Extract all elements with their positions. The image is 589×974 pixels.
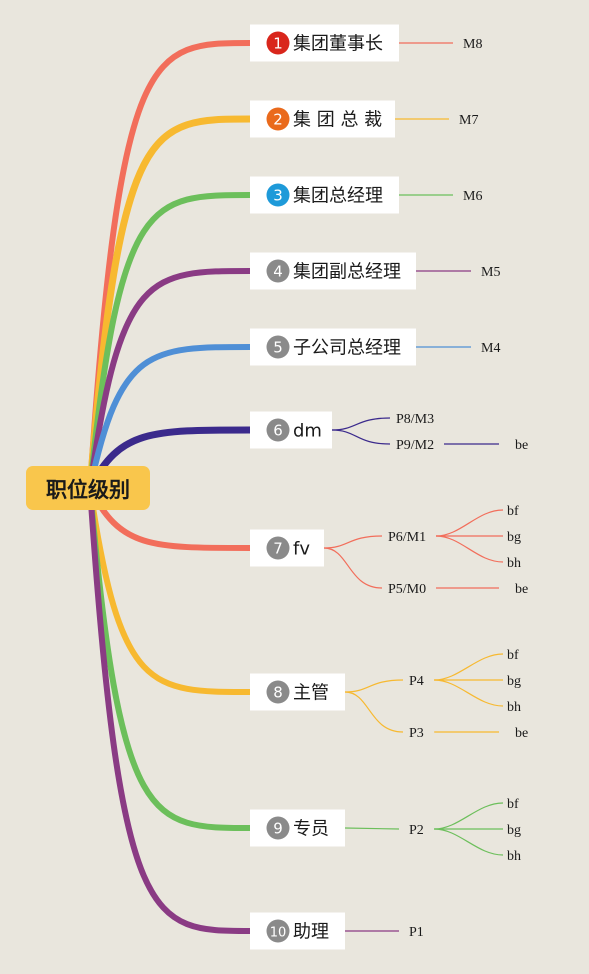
root-node-box <box>26 466 150 510</box>
level-6-child-1[interactable]: P9/M2 <box>396 438 434 453</box>
level-badge-4-number: 4 <box>273 263 283 281</box>
level-badge-6-number: 6 <box>273 422 283 440</box>
level-node-7[interactable]: 7 fv <box>250 529 324 567</box>
level-node-2[interactable]: 2 集 团 总 裁 <box>250 100 395 138</box>
level-8-child-1[interactable]: P3 <box>409 726 424 741</box>
level-node-7-label: fv <box>293 539 310 560</box>
level-badge-4-icon <box>266 259 290 283</box>
edge-level-8-to-child-0 <box>344 679 404 693</box>
mindmap-edges <box>86 40 504 934</box>
level-node-4-label: 集团副总经理 <box>293 262 401 283</box>
edge-root-to-level-4 <box>87 268 253 491</box>
edge-level-8-to-child-1 <box>344 691 404 733</box>
level-node-9[interactable]: 9 专员 <box>250 809 345 847</box>
edge-root-to-level-10 <box>87 485 253 934</box>
root-node-label: 职位级别 <box>46 478 130 502</box>
level-badge-9-number: 9 <box>273 820 283 838</box>
level-node-5[interactable]: 5 子公司总经理 <box>250 328 416 366</box>
level-node-3-label: 集团总经理 <box>293 186 383 207</box>
edge-root-to-level-5 <box>87 344 253 491</box>
level-8-child-0-leaf-1[interactable]: bg <box>507 674 521 689</box>
level-badge-2-number: 2 <box>273 111 283 129</box>
level-badge-2-icon <box>266 107 290 131</box>
edge-root-to-level-2 <box>86 115 254 492</box>
level-3-child-0[interactable]: M6 <box>463 189 482 204</box>
level-node-9-label: 专员 <box>293 819 329 840</box>
mindmap-nodes: 1 集团董事长 M8 2 集 团 总 裁 M7 3 集团总经理 M6 4 集团副总经理 M5 5 子公司总… <box>250 24 528 950</box>
edge-level-9-child-0-to-leaf-2 <box>434 828 504 856</box>
level-node-10-label: 助理 <box>293 922 329 943</box>
edge-level-9-child-0-to-leaf-0 <box>434 802 504 830</box>
level-node-1-label: 集团董事长 <box>293 34 383 55</box>
edge-root-to-level-3 <box>87 192 253 491</box>
level-8-child-1-leaf-0[interactable]: be <box>515 726 528 741</box>
level-10-child-0[interactable]: P1 <box>409 925 424 940</box>
level-7-child-1-leaf-0[interactable]: be <box>515 582 528 597</box>
level-7-child-1[interactable]: P5/M0 <box>388 582 426 597</box>
edge-level-7-child-0-to-leaf-0 <box>435 509 504 537</box>
level-8-child-0-leaf-0[interactable]: bf <box>507 648 519 663</box>
level-node-1[interactable]: 1 集团董事长 <box>250 24 399 62</box>
level-4-child-0[interactable]: M5 <box>481 265 500 280</box>
level-badge-3-number: 3 <box>273 187 283 205</box>
edge-level-7-child-0-to-leaf-2 <box>435 535 504 563</box>
level-badge-7-number: 7 <box>273 540 283 558</box>
edge-level-9-to-child-0 <box>344 827 400 830</box>
level-badge-10-number: 10 <box>270 926 287 941</box>
edge-level-7-to-child-0 <box>323 535 383 549</box>
level-node-8[interactable]: 8 主管 <box>250 673 345 711</box>
level-badge-10-icon <box>266 919 290 943</box>
level-8-child-0[interactable]: P4 <box>409 674 424 689</box>
edge-root-to-level-9 <box>87 485 253 831</box>
level-5-child-0[interactable]: M4 <box>481 341 500 356</box>
level-6-child-0[interactable]: P8/M3 <box>396 412 434 427</box>
level-node-8-box <box>250 673 345 711</box>
level-badge-7-icon <box>266 536 290 560</box>
level-7-child-0-leaf-1[interactable]: bg <box>507 530 521 545</box>
level-node-9-box <box>250 809 345 847</box>
level-node-6[interactable]: 6 dm <box>250 411 332 449</box>
level-2-child-0[interactable]: M7 <box>459 113 478 128</box>
level-node-5-label: 子公司总经理 <box>293 338 401 359</box>
level-node-3[interactable]: 3 集团总经理 <box>250 176 399 214</box>
edge-level-8-child-0-to-leaf-2 <box>434 679 504 707</box>
level-1-child-0[interactable]: M8 <box>463 37 482 52</box>
level-7-child-0[interactable]: P6/M1 <box>388 530 426 545</box>
level-node-2-label: 集 团 总 裁 <box>293 110 382 131</box>
level-node-8-label: 主管 <box>293 683 329 704</box>
edge-root-to-level-8 <box>87 485 253 695</box>
level-9-child-0-leaf-2[interactable]: bh <box>507 849 521 864</box>
level-6-child-1-leaf-0[interactable]: be <box>515 438 528 453</box>
level-badge-8-number: 8 <box>273 684 283 702</box>
level-badge-9-icon <box>266 816 290 840</box>
level-node-6-label: dm <box>293 421 322 442</box>
level-badge-1-number: 1 <box>273 35 283 53</box>
level-badge-6-icon <box>266 418 290 442</box>
level-7-child-0-leaf-0[interactable]: bf <box>507 504 519 519</box>
edge-level-7-to-child-1 <box>323 547 383 589</box>
level-node-6-box <box>250 411 332 449</box>
level-9-child-0[interactable]: P2 <box>409 823 424 838</box>
level-node-10-box <box>250 912 345 950</box>
level-badge-3-icon <box>266 183 290 207</box>
edge-level-6-to-child-1 <box>331 429 391 445</box>
level-9-child-0-leaf-0[interactable]: bf <box>507 797 519 812</box>
level-node-4[interactable]: 4 集团副总经理 <box>250 252 416 290</box>
level-badge-5-number: 5 <box>273 339 283 357</box>
level-badge-8-icon <box>266 680 290 704</box>
level-8-child-0-leaf-2[interactable]: bh <box>507 700 521 715</box>
edge-level-8-child-0-to-leaf-0 <box>434 653 504 681</box>
level-7-child-0-leaf-2[interactable]: bh <box>507 556 521 571</box>
level-badge-1-icon <box>266 31 290 55</box>
level-badge-5-icon <box>266 335 290 359</box>
level-node-10[interactable]: 10 助理 <box>250 912 345 950</box>
edge-level-6-to-child-0 <box>331 417 391 431</box>
level-9-child-0-leaf-1[interactable]: bg <box>507 823 521 838</box>
root-node[interactable]: 职位级别 <box>26 466 150 510</box>
